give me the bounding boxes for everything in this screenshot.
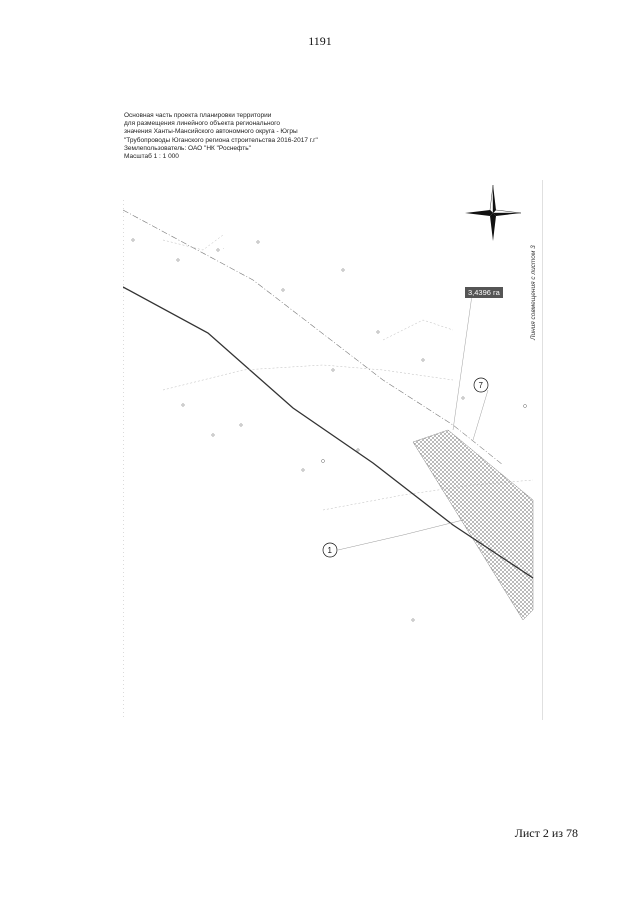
contour-line	[382, 319, 454, 341]
leader-line	[337, 519, 464, 551]
callout-leader-line	[472, 389, 489, 441]
callout-7: 7	[473, 377, 489, 393]
title-line: Основная часть проекта планировки террит…	[124, 112, 272, 119]
callout-1: 1	[322, 542, 338, 558]
title-line: значения Ханты-Мансийского автономного о…	[124, 128, 298, 136]
map-frame: · 7 1 3,4396 га Линия совмещения с листо…	[123, 180, 543, 740]
compass-rose-icon	[465, 184, 522, 241]
title-line: "Трубопроводы Юганского региона строител…	[124, 136, 318, 144]
title-line: для размещения линейного объекта региона…	[124, 120, 280, 128]
area-label: 3,4396 га	[465, 287, 503, 298]
survey-points	[131, 238, 527, 622]
area-leader-line	[452, 287, 474, 431]
svg-text:1: 1	[328, 546, 333, 555]
road-line	[162, 364, 454, 391]
page-number: 1191	[308, 34, 332, 48]
svg-text:7: 7	[479, 381, 484, 390]
map-annotation: ·	[223, 247, 224, 251]
road-line	[322, 479, 534, 511]
pipeline-line	[123, 286, 534, 579]
contour-line	[162, 234, 224, 251]
title-block: Основная часть проекта планировки террит…	[124, 112, 318, 161]
utility-line	[123, 209, 504, 466]
land-user-line: Землепользователь: ОАО "НК "Роснефть"	[124, 144, 251, 152]
sheet-join-label: Линия совмещения с листом 3	[530, 245, 537, 340]
sheet-footer: Лист 2 из 78	[514, 826, 578, 840]
map-drawing: · 7 1	[123, 180, 543, 720]
scale-line: Масштаб 1 : 1 000	[124, 153, 179, 161]
hatched-allotment-area	[412, 429, 534, 621]
